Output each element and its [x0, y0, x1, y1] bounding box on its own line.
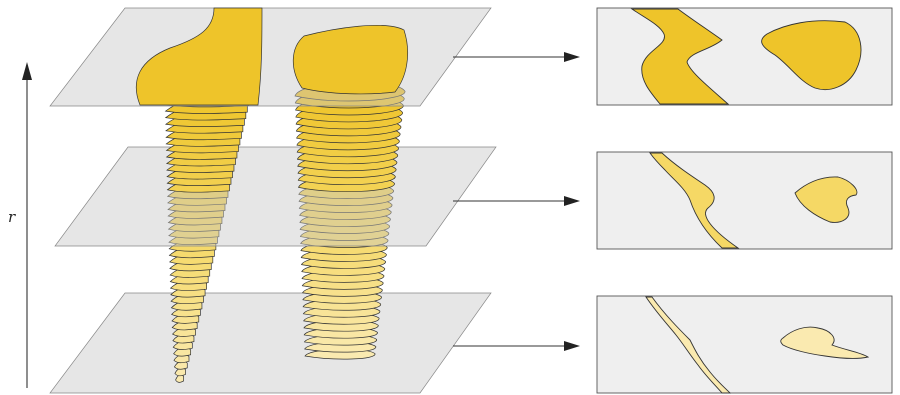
- middle-arrowhead: [564, 196, 580, 206]
- top-plane: [50, 8, 491, 106]
- bottom-plane: [50, 293, 491, 393]
- bottom-arrowhead: [564, 341, 580, 351]
- middle-panel: [597, 152, 892, 249]
- r-axis-label: r: [8, 208, 16, 226]
- middle-plane: [55, 147, 496, 246]
- middle-panel-frame: [597, 152, 892, 249]
- right-top-slice: [293, 25, 407, 94]
- top-arrowhead: [564, 52, 580, 62]
- r-axis-arrowhead: [22, 62, 32, 80]
- bottom-panel: [597, 296, 892, 393]
- r-axis: r: [8, 62, 32, 388]
- top-panel: [597, 8, 892, 105]
- bottom-panel-frame: [597, 296, 892, 393]
